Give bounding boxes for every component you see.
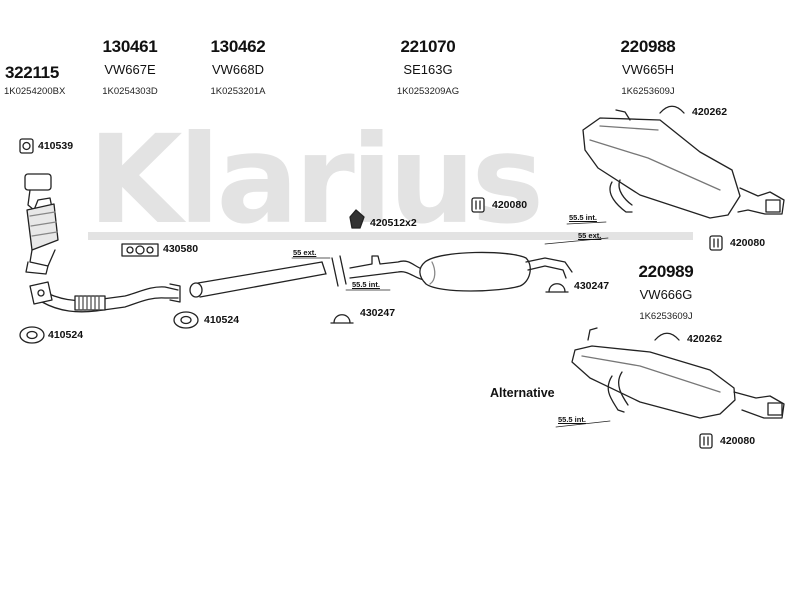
alternative-label: Alternative [490,386,555,400]
code-220988: VW665H [621,62,675,77]
watermark-underline [88,232,693,240]
dim-line-55int-c [555,420,611,428]
gasket-410539-icon [19,138,34,154]
label-430580[interactable]: 430580 [163,243,199,255]
label-410539[interactable]: 410539 [38,140,74,152]
oe-ref-220989: 1K6253609J [639,311,693,322]
dim-line-55ext-b [544,237,609,245]
cut-marks [331,255,347,287]
dim-55-int-c: 55.5 int. [558,415,586,424]
dim-55-ext-b: 55 ext. [578,231,602,240]
code-130461: VW667E [104,62,156,77]
oe-ref-322115: 1K0254200BX [4,86,66,97]
dim-55-int-a: 55.5 int. [352,280,380,289]
oe-ref-221070: 1K0253209AG [396,86,460,97]
code-130462: VW668D [211,62,265,77]
oe-ref-130462: 1K0253201A [210,86,266,97]
front-pipe-130461[interactable] [29,281,181,313]
part-number-130461[interactable]: 130461 [102,37,158,56]
rear-silencer-220988[interactable] [582,109,785,219]
intermediate-pipe-130462[interactable] [189,261,327,298]
label-420080-bottom[interactable]: 420080 [720,435,756,447]
mount-420080-top-icon [471,197,485,213]
label-420080-top[interactable]: 420080 [492,199,528,211]
catalytic-converter[interactable] [24,173,59,275]
dim-line-55int-b [566,221,607,225]
label-420262-bottom[interactable]: 420262 [687,333,723,345]
part-number-322115[interactable]: 322115 [5,63,59,82]
label-410524-left[interactable]: 410524 [48,329,84,341]
gasket-430580-icon [121,243,159,257]
part-number-220989[interactable]: 220989 [638,262,694,281]
hanger-420262-bottom-icon [654,332,680,341]
mount-420080-bottom-icon [699,433,713,449]
part-number-130462[interactable]: 130462 [210,37,266,56]
oe-ref-220988: 1K6253609J [621,86,675,97]
centre-silencer-221070[interactable] [349,251,573,292]
clamp-430247-right-icon [545,283,569,293]
clamp-430247-mid-icon [330,314,354,324]
mount-420080-right-icon [709,235,723,251]
watermark-logo: Klarius [88,109,540,251]
part-number-220988[interactable]: 220988 [620,37,676,56]
label-410524-mid[interactable]: 410524 [204,314,240,326]
label-430247-mid[interactable]: 430247 [360,307,396,319]
label-420512[interactable]: 420512x2 [370,217,417,229]
hanger-420512-icon [349,209,365,229]
dim-55-ext-a: 55 ext. [293,248,317,257]
rear-silencer-220989[interactable] [571,327,785,419]
gasket-410524-left-icon [19,326,45,344]
gasket-410524-mid-icon [173,311,199,329]
label-420262-top[interactable]: 420262 [692,106,728,118]
oe-ref-130461: 1K0254303D [102,86,158,97]
code-220989: VW666G [639,287,693,302]
hanger-420262-top-icon [659,105,685,114]
code-221070: SE163G [403,62,453,77]
label-430247-right[interactable]: 430247 [574,280,610,292]
dim-55-int-b: 55.5 int. [569,213,597,222]
part-number-221070[interactable]: 221070 [400,37,456,56]
label-420080-right[interactable]: 420080 [730,237,766,249]
